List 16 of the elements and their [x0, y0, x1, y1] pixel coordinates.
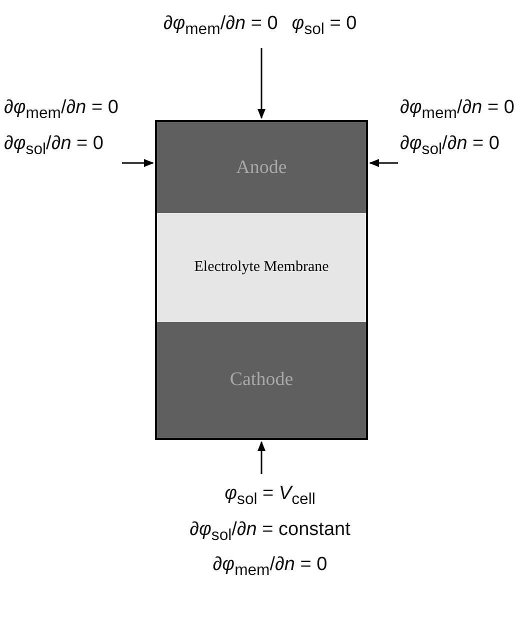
arrow: [258, 48, 266, 119]
arrow: [122, 159, 154, 167]
boundary-condition: ∂φ$_{mem}$/∂n = 0: [163, 12, 278, 40]
arrow: [369, 159, 398, 167]
boundary-condition: ∂φ$_{mem}$/∂n = 0: [400, 96, 516, 124]
boundary-condition: ∂φ$_{mem}$/∂n = 0: [4, 96, 120, 124]
arrow: [258, 441, 266, 474]
boundary-condition: ∂φ$_{mem}$/∂n = 0: [212, 553, 328, 582]
electrode-layer: Anode: [155, 120, 368, 213]
electrode-layer: Cathode: [155, 322, 368, 440]
boundary-condition: ∂φ$_{sol}$/∂n = 0: [400, 132, 501, 160]
boundary-condition: φ$_{sol}$ = 0: [292, 12, 357, 40]
membrane-layer: Electrolyte Membrane: [155, 213, 368, 322]
boundary-condition: ∂φ$_{sol}$/∂n = 0: [4, 132, 105, 160]
boundary-condition: ∂φ$_{sol}$/∂n = constant: [188, 518, 352, 546]
boundary-condition: φ$_{sol}$ = V$_{cell}$: [224, 482, 316, 510]
